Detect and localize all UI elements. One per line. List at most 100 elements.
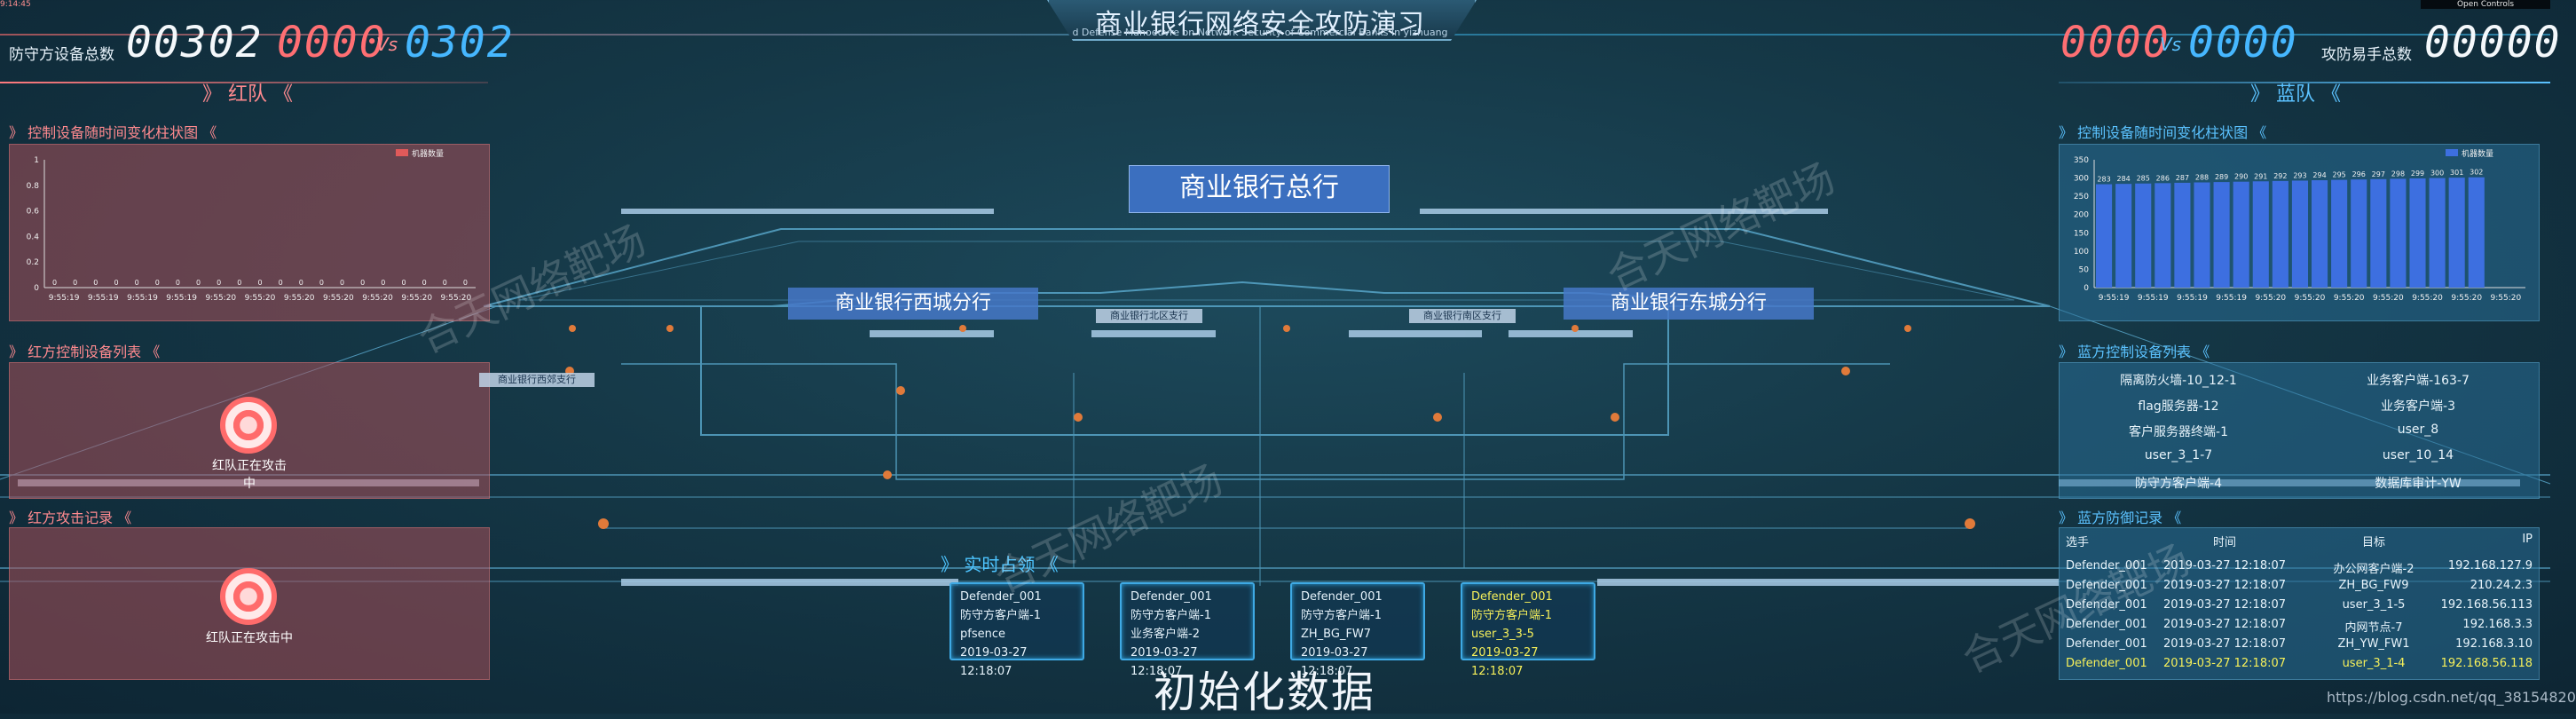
blue-chart-bar bbox=[2390, 178, 2407, 288]
card-line: 2019-03-27 12:18:07 bbox=[1471, 646, 1539, 678]
init-data-label[interactable]: 初始化数据 bbox=[1154, 668, 1376, 717]
blue-chart-y-tick: 250 bbox=[2074, 193, 2089, 201]
red-chart-data-label: 0 bbox=[360, 279, 365, 287]
hq-label[interactable]: 商业银行总行 bbox=[1129, 165, 1390, 213]
blue-chart-data-label: 296 bbox=[2352, 170, 2366, 178]
blue-chart-legend-label: 机器数量 bbox=[2462, 148, 2493, 159]
blue-device-item[interactable]: flag服务器-12 bbox=[2138, 399, 2219, 414]
blue-chart-x-tick: 9:55:20 bbox=[2334, 294, 2365, 303]
card-line: 业务客户端-2 bbox=[1130, 628, 1200, 641]
blue-device-item[interactable]: 防守方客户端-4 bbox=[2135, 477, 2222, 491]
blue-chart-y-tick: 50 bbox=[2079, 265, 2090, 274]
table-row-cell: 2019-03-27 12:18:07 bbox=[2162, 657, 2287, 670]
blue-chart-x-tick: 9:55:20 bbox=[2451, 294, 2482, 303]
blue-chart-data-label: 291 bbox=[2254, 172, 2267, 180]
red-swap-count: 0000 bbox=[2060, 18, 2170, 67]
open-controls-button[interactable]: Open Controls bbox=[2421, 0, 2550, 9]
red-attack-status: 红队正在攻击中 bbox=[206, 631, 293, 645]
blue-device-item[interactable]: user_8 bbox=[2397, 423, 2439, 437]
card-line: 2019-03-27 12:18:07 bbox=[1130, 646, 1198, 678]
table-row-cell: 192.168.3.3 bbox=[2462, 618, 2533, 631]
red-chart-title: 控制设备随时间变化柱状图 bbox=[28, 124, 199, 141]
blue-device-item[interactable]: 客户服务器终端-1 bbox=[2129, 425, 2228, 439]
swap-total: 00000 bbox=[2424, 18, 2562, 67]
table-row-cell: 2019-03-27 12:18:07 bbox=[2162, 618, 2287, 631]
defender-device-total: 00302 bbox=[126, 18, 264, 67]
blue-device-item[interactable]: 数据库审计-YW bbox=[2375, 477, 2462, 491]
card-line: 2019-03-27 12:18:07 bbox=[1301, 646, 1368, 678]
table-row-cell: 2019-03-27 12:18:07 bbox=[2162, 598, 2287, 612]
table-header-cell: IP bbox=[2522, 533, 2533, 546]
table-row-cell: 192.168.56.118 bbox=[2440, 657, 2533, 670]
blue-chart-bar bbox=[2409, 178, 2426, 288]
blue-device-item[interactable]: user_3_1-7 bbox=[2144, 448, 2213, 462]
blue-device-item[interactable]: 业务客户端-163-7 bbox=[2367, 374, 2470, 388]
blue-chart-data-label: 298 bbox=[2391, 170, 2405, 178]
card-line: 防守方客户端-1 bbox=[1471, 609, 1552, 622]
red-chart-data-label: 0 bbox=[463, 279, 468, 287]
table-row-cell: 办公网客户端-2 bbox=[2333, 563, 2415, 576]
blue-swap-count: 0000 bbox=[2188, 18, 2298, 67]
card-line: 防守方客户端-1 bbox=[1130, 609, 1211, 622]
table-row-cell: Defender_001 bbox=[2066, 559, 2147, 573]
blue-device-item[interactable]: 隔离防火墙-10_12-1 bbox=[2120, 374, 2237, 388]
blue-device-item[interactable]: user_10_14 bbox=[2382, 448, 2454, 462]
red-chart-x-tick: 9:55:20 bbox=[401, 294, 432, 303]
blue-chart-x-tick: 9:55:19 bbox=[2099, 294, 2130, 303]
red-chart-data-label: 0 bbox=[196, 279, 201, 287]
red-chart-data-label: 0 bbox=[443, 279, 447, 287]
table-row-cell: 192.168.3.10 bbox=[2455, 637, 2533, 651]
south-branch-label[interactable]: 商业银行南区支行 bbox=[1409, 309, 1516, 323]
blue-chart-bar bbox=[2331, 179, 2348, 288]
east-branch-label[interactable]: 商业银行东城分行 bbox=[1564, 288, 1814, 320]
blue-chart-bar bbox=[2252, 181, 2269, 288]
red-chart-section: 》 控制设备随时间变化柱状图 《 bbox=[9, 124, 217, 141]
red-chart-y-tick: 0.2 bbox=[27, 258, 39, 267]
blue-chart-data-label: 292 bbox=[2273, 172, 2287, 180]
red-chart-data-label: 0 bbox=[340, 279, 344, 287]
red-chart-data-label: 0 bbox=[237, 279, 241, 287]
blue-chart-data-label: 290 bbox=[2234, 173, 2248, 181]
blue-chart-y-tick: 0 bbox=[2084, 284, 2089, 293]
west-suburb-label[interactable]: 商业银行西郊支行 bbox=[479, 373, 595, 387]
red-chart-data-label: 0 bbox=[381, 279, 385, 287]
table-row-cell: 192.168.127.9 bbox=[2447, 559, 2533, 573]
footer-url[interactable]: https://blog.csdn.net/qq_38154820 bbox=[2327, 689, 2576, 706]
west-branch-label[interactable]: 商业银行西城分行 bbox=[788, 288, 1038, 320]
blue-chart-title: 控制设备随时间变化柱状图 bbox=[2077, 124, 2249, 141]
blue-chart-data-label: 287 bbox=[2176, 174, 2189, 182]
table-row-cell: Defender_001 bbox=[2066, 598, 2147, 612]
red-chart-y-tick: 0.4 bbox=[27, 233, 40, 241]
blue-device-item[interactable]: 业务客户端-3 bbox=[2381, 399, 2455, 414]
blue-chart-bar bbox=[2429, 178, 2446, 288]
blue-chart-data-label: 302 bbox=[2470, 169, 2483, 177]
blue-chart-bar bbox=[2448, 178, 2465, 288]
red-team-title: 红队 bbox=[228, 83, 268, 106]
red-chart-x-tick: 9:55:20 bbox=[205, 294, 236, 303]
red-chart-data-label: 0 bbox=[114, 279, 118, 287]
blue-chart-bar bbox=[2135, 183, 2152, 288]
red-team-divider bbox=[0, 82, 488, 83]
blue-chart-data-label: 288 bbox=[2195, 174, 2209, 182]
table-row-cell: ZH_BG_FW9 bbox=[2338, 579, 2409, 592]
blue-chart-y-tick: 100 bbox=[2074, 248, 2089, 257]
red-chart-data-label: 0 bbox=[93, 279, 98, 287]
blue-chart-x-tick: 9:55:19 bbox=[2138, 294, 2169, 303]
red-chart-legend-label: 机器数量 bbox=[412, 148, 444, 159]
red-chart-data-label: 0 bbox=[401, 279, 406, 287]
blue-count: 0302 bbox=[405, 18, 515, 67]
table-row-cell: 2019-03-27 12:18:07 bbox=[2162, 579, 2287, 592]
blue-chart-data-label: 285 bbox=[2137, 175, 2150, 183]
card-line: 2019-03-27 12:18:07 bbox=[960, 646, 1028, 678]
card-line: Defender_001 bbox=[1471, 590, 1553, 604]
blue-chart-x-tick: 9:55:19 bbox=[2177, 294, 2208, 303]
blue-chart-bar bbox=[2194, 182, 2210, 288]
page-title: 商业银行网络安全攻防演习 bbox=[1095, 9, 1425, 40]
north-branch-label[interactable]: 商业银行北区支行 bbox=[1096, 309, 1202, 323]
